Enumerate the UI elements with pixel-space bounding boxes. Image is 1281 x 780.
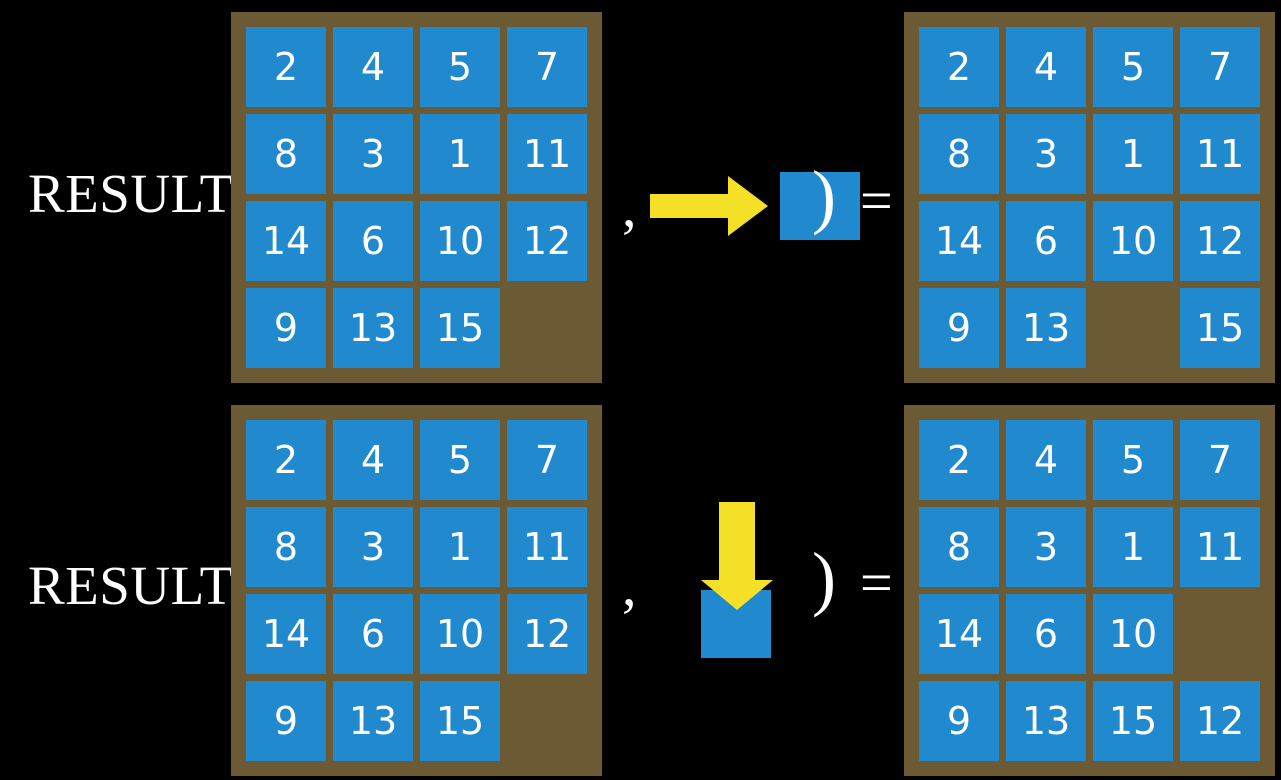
puzzle-tile[interactable]: 4 <box>333 27 413 107</box>
puzzle-tile[interactable]: 12 <box>507 594 587 674</box>
puzzle-tile[interactable]: 11 <box>507 114 587 194</box>
puzzle-tile[interactable]: 4 <box>333 420 413 500</box>
puzzle-tile[interactable]: 14 <box>246 201 326 281</box>
equals-sign: = <box>860 168 893 233</box>
move-blank-square <box>780 172 860 240</box>
puzzle-tile[interactable]: 14 <box>919 594 999 674</box>
puzzle-tile[interactable]: 15 <box>420 681 500 761</box>
move-glyph-down <box>685 502 815 662</box>
puzzle-tile[interactable]: 13 <box>333 288 413 368</box>
puzzle-tile[interactable]: 11 <box>1180 507 1260 587</box>
puzzle-tile[interactable]: 7 <box>1180 27 1260 107</box>
puzzle-tile[interactable]: 2 <box>919 27 999 107</box>
puzzle-tile[interactable]: 5 <box>1093 420 1173 500</box>
puzzle-tile[interactable]: 6 <box>333 594 413 674</box>
puzzle-tile[interactable]: 1 <box>420 114 500 194</box>
puzzle-tile[interactable]: 14 <box>919 201 999 281</box>
puzzle-tile[interactable]: 12 <box>1180 681 1260 761</box>
puzzle-tile[interactable]: 10 <box>420 201 500 281</box>
puzzle-tile[interactable]: 10 <box>420 594 500 674</box>
puzzle-tile[interactable]: 5 <box>420 27 500 107</box>
puzzle-tile[interactable]: 8 <box>246 507 326 587</box>
operator-area-right-move: , ) = <box>600 0 904 392</box>
puzzle-tile[interactable]: 15 <box>1180 288 1260 368</box>
puzzle-blank-cell <box>1180 594 1260 674</box>
puzzle-tile[interactable]: 9 <box>919 681 999 761</box>
puzzle-tile[interactable]: 4 <box>1006 420 1086 500</box>
puzzle-tile[interactable]: 12 <box>1180 201 1260 281</box>
puzzle-tile[interactable]: 11 <box>507 507 587 587</box>
puzzle-tile[interactable]: 7 <box>507 420 587 500</box>
puzzle-tile[interactable]: 3 <box>1006 507 1086 587</box>
arrow-down-icon <box>701 502 773 610</box>
puzzle-tile[interactable]: 11 <box>1180 114 1260 194</box>
move-glyph-right <box>650 160 870 260</box>
closing-paren: ) <box>812 538 836 618</box>
puzzle-tile[interactable]: 1 <box>1093 507 1173 587</box>
puzzle-blank-cell <box>507 681 587 761</box>
closing-paren: ) <box>812 156 836 236</box>
equals-sign: = <box>860 550 893 615</box>
puzzle-tile[interactable]: 2 <box>919 420 999 500</box>
puzzle-tile[interactable]: 3 <box>1006 114 1086 194</box>
puzzle-tile[interactable]: 8 <box>919 114 999 194</box>
result-function-label: RESULT( <box>28 555 253 616</box>
puzzle-blank-cell <box>1093 288 1173 368</box>
puzzle-tile[interactable]: 6 <box>1006 201 1086 281</box>
puzzle-tile[interactable]: 4 <box>1006 27 1086 107</box>
puzzle-tile[interactable]: 6 <box>1006 594 1086 674</box>
puzzle-tile[interactable]: 1 <box>420 507 500 587</box>
puzzle-blank-cell <box>507 288 587 368</box>
puzzle-tile[interactable]: 5 <box>1093 27 1173 107</box>
puzzle-tile[interactable]: 9 <box>246 681 326 761</box>
puzzle-tile[interactable]: 3 <box>333 114 413 194</box>
puzzle-tile[interactable]: 13 <box>333 681 413 761</box>
puzzle-tile[interactable]: 6 <box>333 201 413 281</box>
puzzle-tile[interactable]: 1 <box>1093 114 1173 194</box>
arrow-right-icon <box>650 176 768 236</box>
puzzle-tile[interactable]: 10 <box>1093 201 1173 281</box>
puzzle-tile[interactable]: 15 <box>420 288 500 368</box>
puzzle-tile[interactable]: 9 <box>919 288 999 368</box>
argument-separator-comma: , <box>622 174 637 239</box>
result-function-label: RESULT( <box>28 163 253 224</box>
argument-separator-comma: , <box>622 553 637 618</box>
puzzle-tile[interactable]: 15 <box>1093 681 1173 761</box>
puzzle-tile[interactable]: 10 <box>1093 594 1173 674</box>
puzzle-tile[interactable]: 2 <box>246 27 326 107</box>
puzzle-tile[interactable]: 3 <box>333 507 413 587</box>
puzzle-tile[interactable]: 14 <box>246 594 326 674</box>
puzzle-tile[interactable]: 5 <box>420 420 500 500</box>
puzzle-tile[interactable]: 9 <box>246 288 326 368</box>
puzzle-tile[interactable]: 2 <box>246 420 326 500</box>
puzzle-tile[interactable]: 13 <box>1006 288 1086 368</box>
puzzle-tile[interactable]: 12 <box>507 201 587 281</box>
puzzle-tile[interactable]: 8 <box>919 507 999 587</box>
puzzle-tile[interactable]: 7 <box>1180 420 1260 500</box>
puzzle-tile[interactable]: 7 <box>507 27 587 107</box>
puzzle-tile[interactable]: 8 <box>246 114 326 194</box>
puzzle-tile[interactable]: 13 <box>1006 681 1086 761</box>
operator-area-down-move: , ) = <box>600 392 904 780</box>
